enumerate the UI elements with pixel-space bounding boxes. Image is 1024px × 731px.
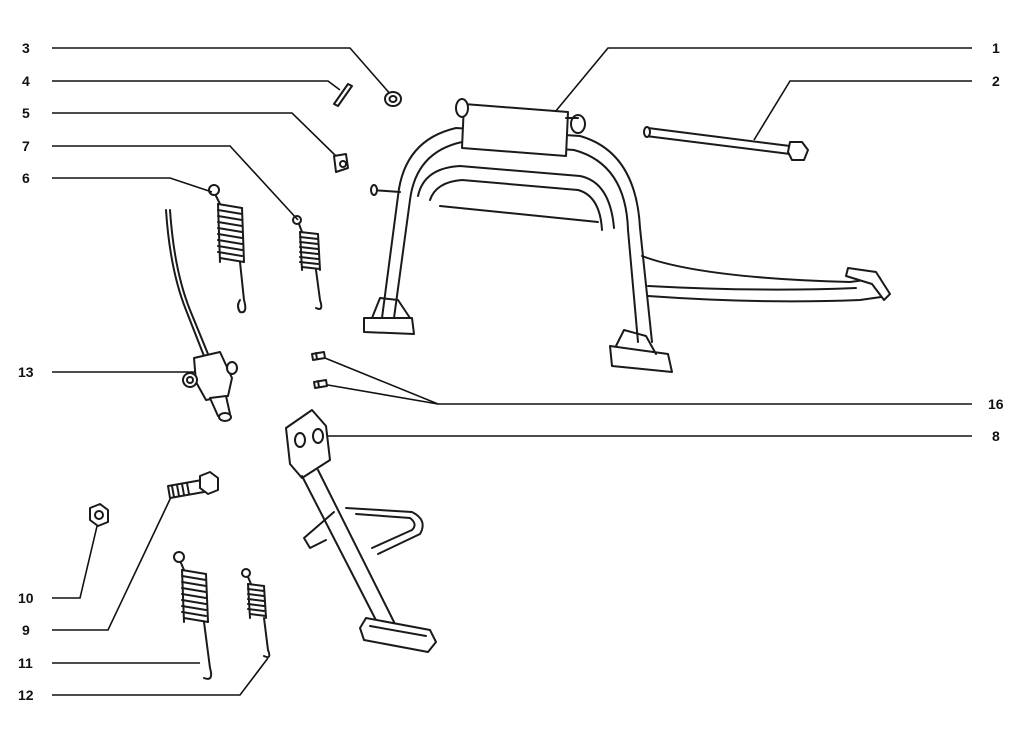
leader-12 <box>52 657 269 696</box>
callout-4: 4 <box>22 73 30 89</box>
callout-7: 7 <box>22 138 30 154</box>
leader-10 <box>52 521 99 599</box>
callout-3: 3 <box>22 40 30 56</box>
callout-5: 5 <box>22 105 30 121</box>
leader-16b <box>321 383 439 405</box>
leader-1 <box>554 47 972 113</box>
leader-2 <box>753 80 972 141</box>
callout-10: 10 <box>18 590 34 606</box>
small-spring-lower-part <box>241 568 271 659</box>
callout-16: 16 <box>988 396 1004 412</box>
callout-8: 8 <box>992 428 1000 444</box>
pivot-bolt-part <box>167 471 219 499</box>
callout-6: 6 <box>22 170 30 186</box>
leader-6 <box>52 177 213 193</box>
leader-lines <box>52 47 972 696</box>
leader-7 <box>52 145 299 221</box>
cotter-pin-part <box>333 83 353 107</box>
small-spring-part <box>292 215 323 310</box>
callout-12: 12 <box>18 687 34 703</box>
side-stand-part <box>285 409 437 653</box>
long-bolt-part <box>643 126 809 161</box>
callout-13: 13 <box>18 364 34 380</box>
clip-part <box>333 153 349 173</box>
leader-5 <box>52 112 339 159</box>
callout-labels: 3 4 5 7 6 13 10 9 11 12 1 2 16 8 <box>18 40 1004 703</box>
center-stand-part <box>363 98 891 373</box>
side-stand-switch-part <box>165 209 238 422</box>
leader-3 <box>52 47 393 97</box>
leader-9 <box>52 494 173 631</box>
callout-2: 2 <box>992 73 1000 89</box>
long-spring-part <box>173 551 213 680</box>
callout-11: 11 <box>18 655 33 671</box>
leader-4 <box>52 80 341 91</box>
washer-part <box>384 91 402 107</box>
small-screws-part <box>311 351 328 389</box>
callout-9: 9 <box>22 622 30 638</box>
nut-part <box>89 503 109 527</box>
large-spring-part <box>208 184 247 314</box>
callout-1: 1 <box>992 40 1000 56</box>
